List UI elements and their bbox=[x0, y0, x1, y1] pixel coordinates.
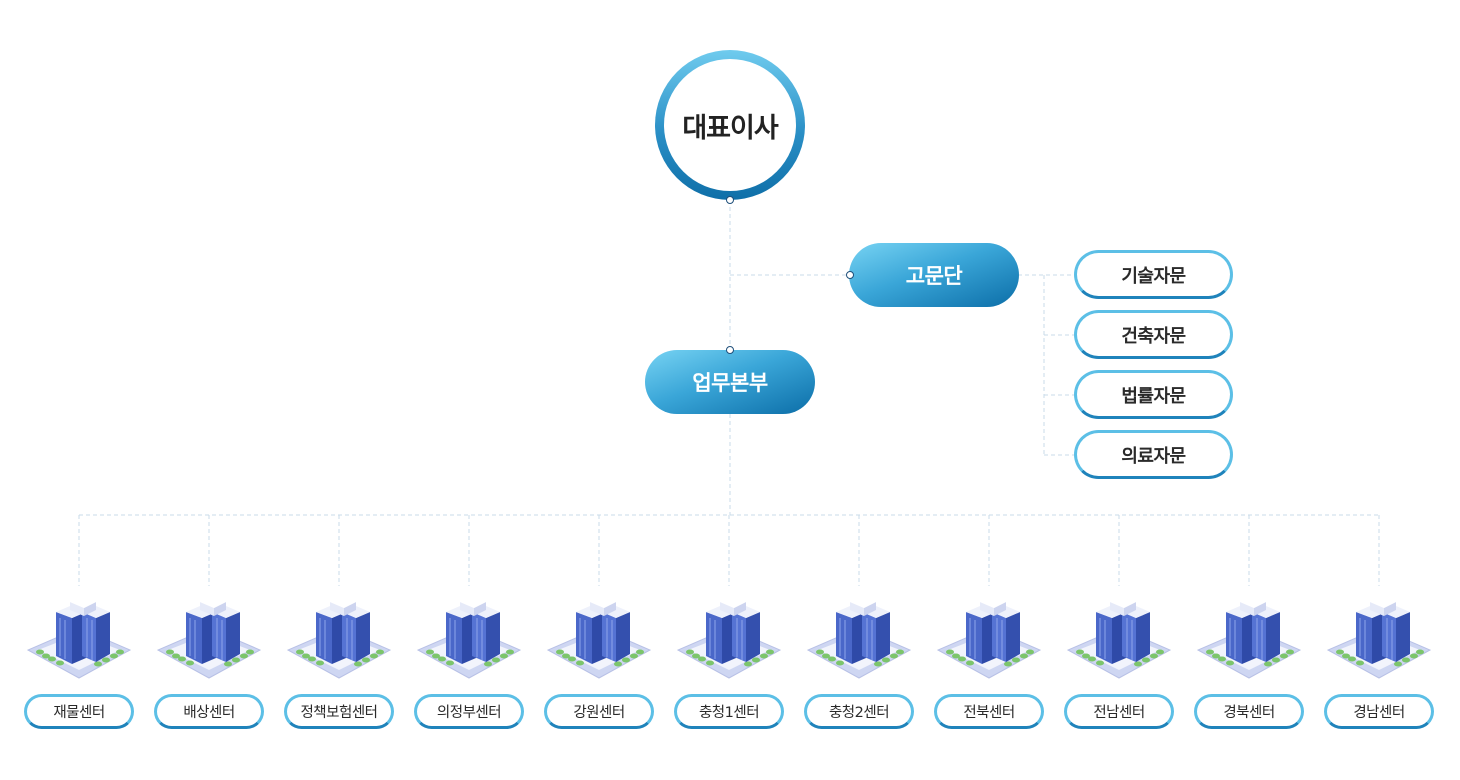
building-icon bbox=[286, 590, 392, 686]
advisory-node: 고문단 bbox=[849, 243, 1019, 307]
center-node: 강원센터 bbox=[544, 590, 654, 730]
building-icon bbox=[806, 590, 912, 686]
business-connector-dot bbox=[726, 346, 734, 354]
center-node: 재물센터 bbox=[24, 590, 134, 730]
building-icon bbox=[546, 590, 652, 686]
ceo-node: 대표이사 bbox=[655, 50, 805, 200]
building-icon bbox=[156, 590, 262, 686]
center-label: 강원센터 bbox=[544, 694, 654, 729]
center-node: 충청2센터 bbox=[804, 590, 914, 730]
center-label: 충청2센터 bbox=[804, 694, 914, 729]
center-node: 충청1센터 bbox=[674, 590, 784, 730]
center-label: 경남센터 bbox=[1324, 694, 1434, 729]
building-icon bbox=[676, 590, 782, 686]
building-icon bbox=[936, 596, 1042, 679]
ceo-label: 대표이사 bbox=[664, 59, 796, 191]
building-icon bbox=[1066, 596, 1172, 679]
center-label: 충청1센터 bbox=[674, 694, 784, 729]
ceo-connector-dot bbox=[726, 196, 734, 204]
advisor-node-legal: 법률자문 bbox=[1074, 370, 1233, 419]
building-icon bbox=[1196, 590, 1302, 686]
center-node: 의정부센터 bbox=[414, 590, 524, 730]
business-label: 업무본부 bbox=[692, 371, 768, 395]
advisory-connector-dot bbox=[846, 271, 854, 279]
center-label: 의정부센터 bbox=[414, 694, 524, 729]
center-node: 전북센터 bbox=[934, 590, 1044, 730]
center-node: 경북센터 bbox=[1194, 590, 1304, 730]
building-icon bbox=[1066, 590, 1172, 686]
building-icon bbox=[1326, 590, 1432, 686]
building-icon bbox=[416, 596, 522, 679]
building-icon bbox=[936, 590, 1042, 686]
advisor-node-architecture: 건축자문 bbox=[1074, 310, 1233, 359]
building-icon bbox=[416, 590, 522, 686]
center-label: 재물센터 bbox=[24, 694, 134, 729]
center-label: 전북센터 bbox=[934, 694, 1044, 729]
building-icon bbox=[156, 596, 262, 679]
center-label: 경북센터 bbox=[1194, 694, 1304, 729]
building-icon bbox=[26, 590, 132, 686]
center-node: 경남센터 bbox=[1324, 590, 1434, 730]
center-label: 전남센터 bbox=[1064, 694, 1174, 729]
building-icon bbox=[286, 596, 392, 679]
building-icon bbox=[1196, 596, 1302, 679]
center-node: 정책보험센터 bbox=[284, 590, 394, 730]
building-icon bbox=[1326, 596, 1432, 679]
advisory-label: 고문단 bbox=[905, 264, 963, 288]
advisor-node-tech: 기술자문 bbox=[1074, 250, 1233, 299]
advisor-node-medical: 의료자문 bbox=[1074, 430, 1233, 479]
building-icon bbox=[676, 596, 782, 679]
center-node: 배상센터 bbox=[154, 590, 264, 730]
business-node: 업무본부 bbox=[645, 350, 815, 414]
building-icon bbox=[546, 596, 652, 679]
center-label: 정책보험센터 bbox=[284, 694, 394, 729]
center-label: 배상센터 bbox=[154, 694, 264, 729]
building-icon bbox=[26, 596, 132, 679]
center-node: 전남센터 bbox=[1064, 590, 1174, 730]
building-icon bbox=[806, 596, 912, 679]
